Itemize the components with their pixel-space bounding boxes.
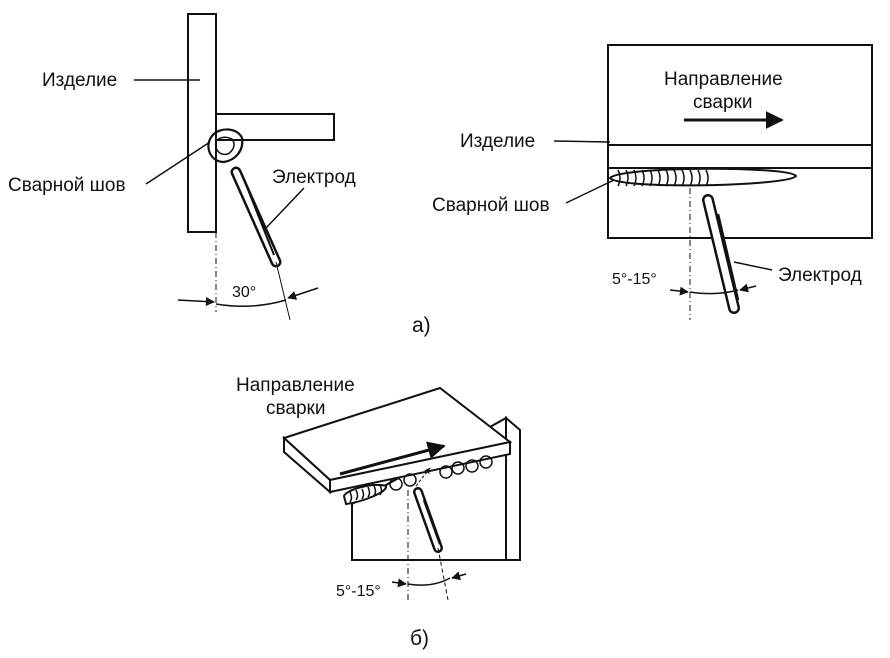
leader-electrode-right bbox=[733, 261, 773, 271]
label-electrode-left: Электрод bbox=[272, 167, 356, 188]
angle-arc-right bbox=[689, 289, 739, 295]
angle-arc bbox=[215, 299, 287, 307]
fig-a-right bbox=[553, 44, 873, 320]
fig-b bbox=[282, 386, 521, 561]
caption-a: а) bbox=[412, 314, 431, 337]
weld-bead bbox=[207, 128, 244, 164]
label-direction-right-2: сварки bbox=[693, 92, 752, 113]
weld-bead-right bbox=[608, 167, 798, 187]
electrode-rod-right bbox=[702, 194, 740, 314]
angle-arc-b bbox=[407, 577, 451, 586]
electrode-axis-b bbox=[437, 547, 449, 601]
caption-b: б) bbox=[410, 627, 429, 650]
upper-plate bbox=[607, 44, 873, 146]
lower-plate bbox=[607, 167, 873, 239]
label-direction-b-2: сварки bbox=[266, 398, 325, 419]
leader-weld-right bbox=[565, 179, 615, 204]
label-angle-left: 30° bbox=[232, 284, 256, 301]
label-angle-right: 5°-15° bbox=[612, 271, 657, 288]
weld-bead-b bbox=[342, 455, 493, 506]
top-plate-right-edge bbox=[329, 440, 511, 494]
leader-workpiece-right bbox=[553, 140, 611, 143]
middle-plate bbox=[607, 144, 873, 169]
electrode-axis bbox=[275, 261, 291, 321]
leader-weld bbox=[145, 141, 211, 185]
label-workpiece-right: Изделие bbox=[460, 131, 535, 152]
label-workpiece-left: Изделие bbox=[42, 70, 117, 91]
label-electrode-right: Электрод bbox=[778, 265, 862, 286]
leader-electrode bbox=[265, 187, 305, 229]
direction-arrow-b bbox=[339, 441, 446, 476]
label-direction-b-1: Направление bbox=[236, 375, 355, 396]
electrode-rod bbox=[230, 166, 282, 268]
label-weld-left: Сварной шов bbox=[8, 175, 126, 196]
label-weld-right: Сварной шов bbox=[432, 195, 550, 216]
fig-a-left bbox=[134, 13, 335, 321]
fig-b-details bbox=[339, 441, 493, 601]
horizontal-plate bbox=[215, 113, 335, 141]
label-direction-right-1: Направление bbox=[664, 69, 783, 90]
electrode-rod-b bbox=[413, 487, 443, 553]
vertical-plate bbox=[187, 13, 217, 233]
label-angle-b: 5°-15° bbox=[336, 583, 381, 600]
